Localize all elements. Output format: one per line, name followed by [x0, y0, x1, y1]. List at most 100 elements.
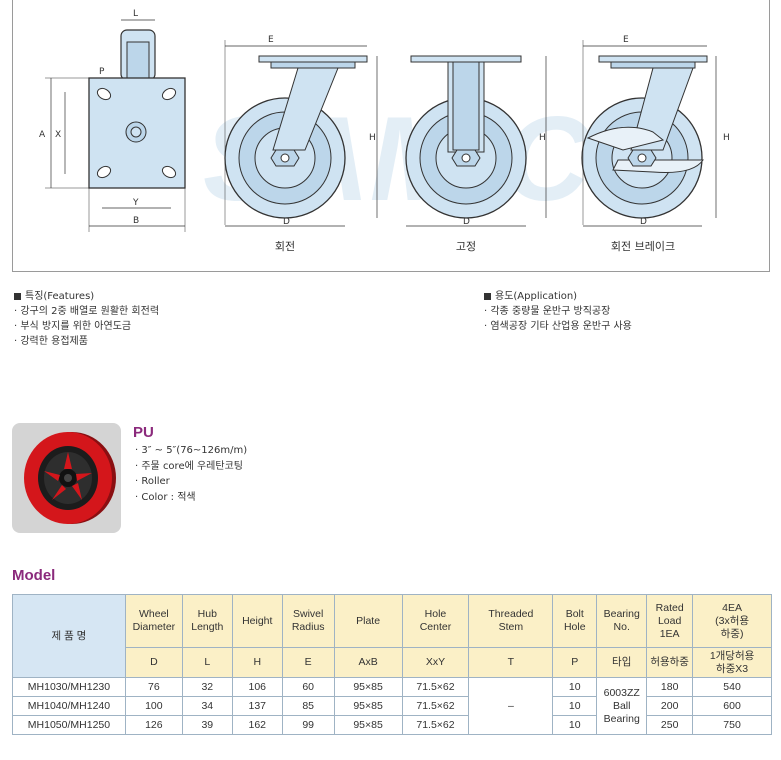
dim-Y: Y: [132, 198, 139, 208]
subheader-AxB: AxB: [333, 647, 403, 678]
cell-D: 100: [124, 696, 183, 716]
view-label-fixed: 고정: [455, 240, 477, 253]
header-hole-center: Hole Center: [401, 594, 470, 648]
cell-L: 39: [181, 715, 233, 735]
cell-model: MH1040/MH1240: [12, 696, 126, 716]
cell-4ea-load: 750: [692, 715, 772, 735]
pu-spec-item: 3″ ~ 5″(76~126m/m): [135, 443, 247, 459]
cell-bearing: 6003ZZ Ball Bearing: [596, 677, 648, 735]
view-label-swivel-brake: 회전 브레이크: [610, 240, 676, 253]
cell-P: 10: [552, 677, 598, 697]
dim-D-brake: D: [640, 217, 647, 227]
cell-D: 76: [124, 677, 183, 697]
subheader-allowable-load: 허용하중: [646, 647, 694, 678]
dim-X: X: [55, 130, 61, 140]
dim-A: A: [39, 130, 46, 140]
swivel-brake-caster-drawing: E H D: [581, 35, 730, 227]
subheader-load-x3: 1개당허용 하중X3: [692, 647, 772, 678]
cell-L: 34: [181, 696, 233, 716]
cell-AxB: 95×85: [333, 715, 403, 735]
features-section: 특징(Features) 강구의 2중 배열로 원활한 회전력 부식 방지를 위…: [14, 289, 159, 349]
dim-E: E: [268, 35, 274, 45]
dim-B: B: [133, 216, 139, 226]
subheader-XxY: XxY: [401, 647, 470, 678]
dim-D-fixed: D: [463, 217, 470, 227]
header-plate: Plate: [333, 594, 403, 648]
cell-E: 60: [281, 677, 335, 697]
cell-AxB: 95×85: [333, 696, 403, 716]
cell-E: 85: [281, 696, 335, 716]
cell-XxY: 71.5×62: [401, 715, 470, 735]
bullet-square-icon: [14, 293, 21, 300]
swivel-caster-drawing: E H D: [224, 35, 378, 227]
application-title: 용도(Application): [495, 291, 578, 302]
cell-threaded-stem: –: [468, 677, 554, 735]
features-title: 특징(Features): [25, 291, 95, 302]
header-threaded-stem: Threaded Stem: [468, 594, 554, 648]
header-swivel-radius: Swivel Radius: [281, 594, 335, 648]
table-row: MH1040/MH1240 100 34 137 85 95×85 71.5×6…: [12, 696, 772, 716]
cell-rated-load: 250: [646, 715, 694, 735]
subheader-type: 타입: [596, 647, 648, 678]
dim-P: P: [99, 67, 105, 77]
features-item: 강구의 2중 배열로 원활한 회전력: [14, 304, 159, 319]
model-title: Model: [12, 567, 56, 584]
header-wheel-diameter: Wheel Diameter: [124, 594, 183, 648]
cell-4ea-load: 540: [692, 677, 772, 697]
cell-rated-load: 200: [646, 696, 694, 716]
cell-XxY: 71.5×62: [401, 696, 470, 716]
table-row: MH1050/MH1250 126 39 162 99 95×85 71.5×6…: [12, 715, 772, 735]
cell-H: 137: [231, 696, 283, 716]
dim-D: D: [283, 217, 290, 227]
cell-E: 99: [281, 715, 335, 735]
application-section: 용도(Application) 각종 중량물 운반구 방직공장 염색공장 기타 …: [484, 289, 632, 334]
subheader-P: P: [552, 647, 598, 678]
pu-specs: 3″ ~ 5″(76~126m/m) 주물 core에 우레탄코팅 Roller…: [135, 443, 247, 505]
dim-H: H: [369, 133, 376, 143]
cell-model: MH1030/MH1230: [12, 677, 126, 697]
cell-model: MH1050/MH1250: [12, 715, 126, 735]
model-spec-table: 제 품 명 Wheel Diameter Hub Length Height S…: [12, 594, 772, 735]
view-label-swivel: 회전: [274, 240, 296, 253]
subheader-D: D: [124, 647, 183, 678]
subheader-T: T: [468, 647, 554, 678]
table-row: MH1030/MH1230 76 32 106 60 95×85 71.5×62…: [12, 677, 772, 735]
subheader-E: E: [281, 647, 335, 678]
application-item: 염색공장 기타 산업용 운반구 사용: [484, 319, 632, 334]
subheader-H: H: [231, 647, 283, 678]
technical-drawing: SAMIC L P A X Y B: [12, 0, 770, 272]
cell-L: 32: [181, 677, 233, 697]
header-bearing-no: Bearing No.: [596, 594, 648, 648]
pu-spec-item: Color : 적색: [135, 490, 247, 506]
dim-H-brake: H: [723, 133, 730, 143]
header-4ea-load: 4EA (3x허용 하중): [692, 594, 772, 648]
header-rated-load: Rated Load 1EA: [646, 594, 694, 648]
cell-XxY: 71.5×62: [401, 677, 470, 697]
pu-wheel-image: [12, 423, 121, 533]
cell-H: 162: [231, 715, 283, 735]
subheader-L: L: [181, 647, 233, 678]
pu-spec-item: Roller: [135, 474, 247, 490]
fixed-caster-drawing: H D: [405, 55, 547, 227]
application-item: 각종 중량물 운반구 방직공장: [484, 304, 632, 319]
dim-E-brake: E: [623, 35, 629, 45]
cell-4ea-load: 600: [692, 696, 772, 716]
cell-AxB: 95×85: [333, 677, 403, 697]
top-view: L P A X Y B: [39, 9, 186, 232]
cell-P: 10: [552, 696, 598, 716]
dim-H-fixed: H: [539, 133, 546, 143]
header-bolt-hole: Bolt Hole: [552, 594, 598, 648]
header-product-name: 제 품 명: [12, 594, 126, 678]
header-hub-length: Hub Length: [181, 594, 233, 648]
cell-D: 126: [124, 715, 183, 735]
features-item: 부식 방지를 위한 아연도금: [14, 319, 159, 334]
pu-spec-item: 주물 core에 우레탄코팅: [135, 459, 247, 475]
pu-title: PU: [133, 424, 154, 441]
cell-H: 106: [231, 677, 283, 697]
bullet-square-icon: [484, 293, 491, 300]
dim-L: L: [133, 9, 138, 19]
cell-P: 10: [552, 715, 598, 735]
caster-drawings: SAMIC L P A X Y B: [39, 9, 730, 232]
features-item: 강력한 용접제품: [14, 334, 159, 349]
header-height: Height: [231, 594, 283, 648]
